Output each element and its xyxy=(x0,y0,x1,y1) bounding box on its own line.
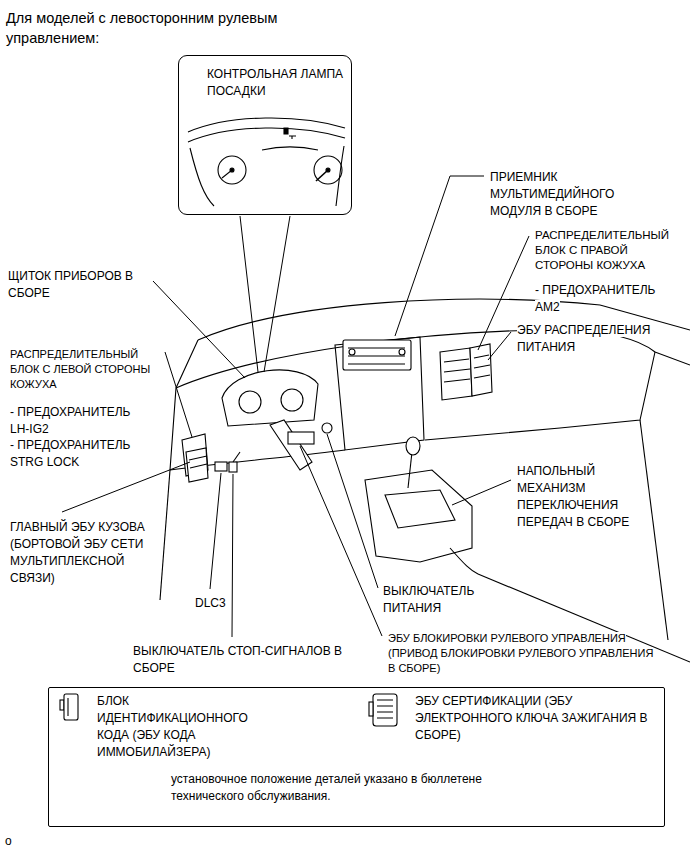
part-label: o xyxy=(5,834,12,848)
part-label: ЩИТОК ПРИБОРОВ В СБОРЕ xyxy=(8,269,133,300)
part-label: ВЫКЛЮЧАТЕЛЬ СТОП-СИГНАЛОВ В СБОРЕ xyxy=(133,644,342,675)
text-slot: - ПРЕДОХРАНИТЕЛЬ STRG LOCK xyxy=(10,436,140,470)
text-slot: Для моделей с левосторонним рулевым упра… xyxy=(6,8,346,48)
text-slot: ПРИЕМНИК МУЛЬТИМЕДИЙНОГО МОДУЛЯ В СБОРЕ xyxy=(490,168,630,219)
part-label: - ПРЕДОХРАНИТЕЛЬ STRG LOCK xyxy=(10,438,130,469)
part-label: РАСПРЕДЕЛИТЕЛЬНЫЙ БЛОК С ЛЕВОЙ СТОРОНЫ К… xyxy=(10,348,150,390)
legend-text: ЭБУ СЕРТИФИКАЦИИ (ЭБУ ЭЛЕКТРОННОГО КЛЮЧА… xyxy=(415,694,648,742)
part-label: РАСПРЕДЕЛИТЕЛЬНЫЙ БЛОК С ПРАВОЙ СТОРОНЫ … xyxy=(535,229,669,271)
text-slot: DLC3 xyxy=(195,594,245,611)
part-label: - ПРЕДОХРАНИТЕЛЬ LH-IG2 xyxy=(10,405,130,436)
box-text: установочное положение деталей указано в… xyxy=(171,772,482,803)
text-slot: - ПРЕДОХРАНИТЕЛЬ AM2 xyxy=(535,281,675,315)
part-label: ВЫКЛЮЧАТЕЛЬ ПИТАНИЯ xyxy=(383,584,474,615)
part-label: - ПРЕДОХРАНИТЕЛЬ AM2 xyxy=(535,283,655,314)
text-slot: o xyxy=(5,832,35,849)
part-label: ЭБУ РАСПРЕДЕЛЕНИЯ ПИТАНИЯ xyxy=(517,323,650,354)
text-slot: установочное положение деталей указано в… xyxy=(171,770,536,804)
text-slot: БЛОК ИДЕНТИФИКАЦИОННОГО КОДА (ЭБУ КОДА И… xyxy=(97,692,272,760)
text-slot: РАСПРЕДЕЛИТЕЛЬНЫЙ БЛОК С ПРАВОЙ СТОРОНЫ … xyxy=(535,227,685,272)
part-label: DLC3 xyxy=(195,596,226,610)
text-slot: КОНТРОЛЬНАЯ ЛАМПА ПОСАДКИ xyxy=(207,65,347,99)
part-label: ПРИЕМНИК МУЛЬТИМЕДИЙНОГО МОДУЛЯ В СБОРЕ xyxy=(490,170,614,218)
text-slot: НАПОЛЬНЫЙ МЕХАНИЗМ ПЕРЕКЛЮЧЕНИЯ ПЕРЕДАЧ … xyxy=(517,462,662,530)
text-slot: ВЫКЛЮЧАТЕЛЬ СТОП-СИГНАЛОВ В СБОРЕ xyxy=(133,642,378,676)
text-slot: ЭБУ СЕРТИФИКАЦИИ (ЭБУ ЭЛЕКТРОННОГО КЛЮЧА… xyxy=(415,692,655,743)
part-label: ГЛАВНЫЙ ЭБУ КУЗОВА (БОРТОВОЙ ЭБУ СЕТИ МУ… xyxy=(10,520,145,585)
page-title: Для моделей с левосторонним рулевым упра… xyxy=(6,10,277,46)
legend-text: БЛОК ИДЕНТИФИКАЦИОННОГО КОДА (ЭБУ КОДА И… xyxy=(97,694,248,759)
box-text: КОНТРОЛЬНАЯ ЛАМПА ПОСАДКИ xyxy=(207,67,343,98)
part-label: НАПОЛЬНЫЙ МЕХАНИЗМ ПЕРЕКЛЮЧЕНИЯ ПЕРЕДАЧ … xyxy=(517,464,629,529)
text-slot: РАСПРЕДЕЛИТЕЛЬНЫЙ БЛОК С ЛЕВОЙ СТОРОНЫ К… xyxy=(10,346,160,391)
text-slot: ВЫКЛЮЧАТЕЛЬ ПИТАНИЯ xyxy=(383,582,513,616)
text-slot: ЭБУ БЛОКИРОВКИ РУЛЕВОГО УПРАВЛЕНИЯ (ПРИВ… xyxy=(388,630,663,675)
text-slot: ЭБУ РАСПРЕДЕЛЕНИЯ ПИТАНИЯ xyxy=(517,321,682,355)
text-slot: ГЛАВНЫЙ ЭБУ КУЗОВА (БОРТОВОЙ ЭБУ СЕТИ МУ… xyxy=(10,518,145,586)
callout-box: КОНТРОЛЬНАЯ ЛАМПА ПОСАДКИ xyxy=(178,55,352,215)
text-slot: - ПРЕДОХРАНИТЕЛЬ LH-IG2 xyxy=(10,403,140,437)
part-label: ЭБУ БЛОКИРОВКИ РУЛЕВОГО УПРАВЛЕНИЯ (ПРИВ… xyxy=(388,632,653,674)
text-slot: ЩИТОК ПРИБОРОВ В СБОРЕ xyxy=(8,267,153,301)
